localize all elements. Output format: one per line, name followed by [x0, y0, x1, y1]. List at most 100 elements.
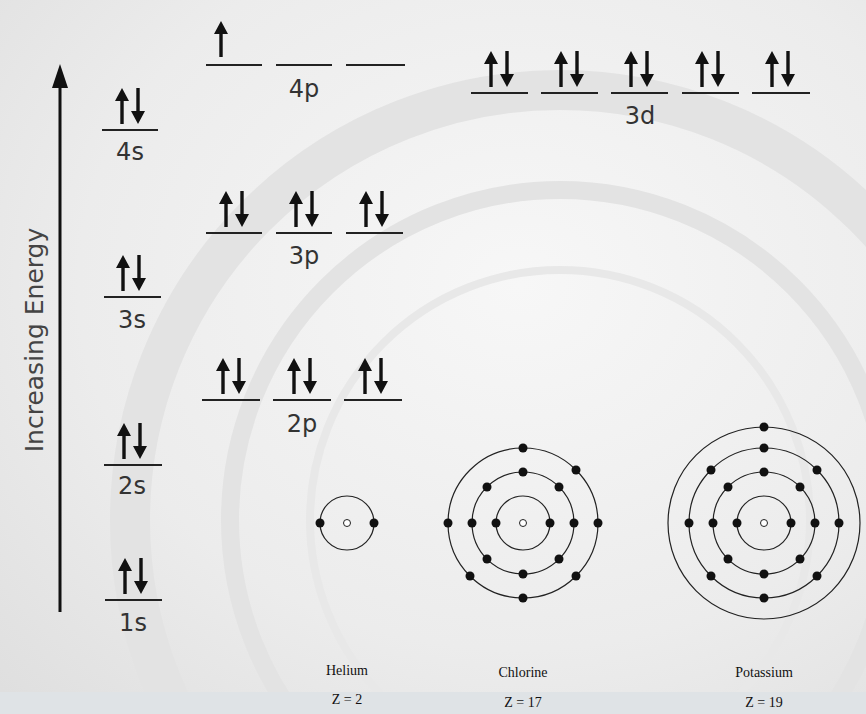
helium-atom — [316, 496, 379, 550]
electron — [572, 466, 581, 475]
electron — [707, 572, 716, 581]
electrons — [444, 444, 603, 603]
orbital-line — [611, 92, 668, 94]
orbital-line — [104, 464, 162, 466]
spin-down-arrow — [303, 358, 317, 394]
orbital-line — [752, 92, 810, 94]
electron — [707, 466, 716, 475]
potassium-atom — [668, 423, 860, 620]
spin-down-arrow — [131, 88, 145, 124]
spin-down-arrow — [134, 558, 148, 594]
atomic-number: Z = 19 — [745, 695, 782, 710]
spin-down-arrow — [133, 423, 147, 459]
orbital-line — [541, 92, 598, 94]
spin-down-arrow — [132, 255, 146, 291]
electron-shell — [472, 472, 574, 574]
orbital-label: 2p — [287, 411, 318, 437]
orbital-line — [471, 92, 528, 94]
orbital-line — [105, 599, 162, 601]
electron — [444, 519, 453, 528]
electron-shell — [496, 496, 550, 550]
electron — [813, 466, 822, 475]
spin-up-arrow — [115, 88, 129, 124]
spin-down-arrow — [375, 191, 389, 227]
spin-down-arrow — [570, 51, 584, 87]
orbital-line — [682, 92, 739, 94]
background-arc — [310, 270, 810, 714]
electron — [555, 555, 564, 564]
electron — [483, 555, 492, 564]
axis-arrowhead — [52, 64, 68, 88]
background-arc — [130, 90, 866, 714]
spin-arrows — [115, 21, 795, 594]
electron — [483, 483, 492, 492]
electron — [760, 423, 769, 432]
bottom-band — [0, 692, 866, 714]
orbital-label: 4p — [289, 76, 320, 102]
spin-up-arrow — [216, 358, 230, 394]
electron-shell — [689, 448, 839, 598]
orbital-line — [102, 129, 158, 131]
electron — [796, 555, 805, 564]
orbital-line — [202, 399, 260, 401]
spin-up-arrow — [289, 191, 303, 227]
electron — [835, 519, 844, 528]
orbital-line — [206, 64, 262, 66]
background-arc — [230, 190, 866, 714]
energy-axis — [59, 84, 62, 612]
electron-shell — [448, 448, 598, 598]
orbital-label: 2s — [118, 473, 146, 499]
electron — [519, 570, 528, 579]
spin-up-arrow — [116, 255, 130, 291]
electron — [546, 519, 555, 528]
electron — [370, 519, 379, 528]
element-name: Potassium — [735, 665, 793, 680]
element-name: Chlorine — [499, 665, 548, 680]
spin-up-arrow — [554, 51, 568, 87]
electron — [492, 519, 501, 528]
spin-down-arrow — [781, 51, 795, 87]
electron — [709, 519, 718, 528]
spin-up-arrow — [484, 51, 498, 87]
electron — [519, 594, 528, 603]
orbital-line — [346, 64, 405, 66]
electron — [685, 519, 694, 528]
axis-label: Increasing Energy — [21, 228, 49, 453]
electron — [594, 519, 603, 528]
electron-shell — [668, 427, 860, 619]
spin-up-arrow — [287, 358, 301, 394]
spin-up-arrow — [624, 51, 638, 87]
electron — [316, 519, 325, 528]
orbital-line — [206, 232, 262, 234]
spin-up-arrow — [219, 191, 233, 227]
spin-up-arrow — [117, 423, 131, 459]
spin-up-arrow — [359, 191, 373, 227]
spin-up-arrow — [358, 358, 372, 394]
orbital-label: 1s — [119, 610, 147, 636]
electron — [760, 594, 769, 603]
electron — [570, 519, 579, 528]
electron — [760, 468, 769, 477]
orbital-line — [344, 399, 402, 401]
electron — [787, 519, 796, 528]
chlorine-atom — [444, 444, 603, 603]
spin-up-arrow — [765, 51, 779, 87]
spin-down-arrow — [640, 51, 654, 87]
spin-down-arrow — [305, 191, 319, 227]
electron — [724, 555, 733, 564]
spin-up-arrow — [118, 558, 132, 594]
electron-shell — [713, 472, 815, 574]
spin-down-arrow — [232, 358, 246, 394]
electron — [466, 572, 475, 581]
spin-down-arrow — [235, 191, 249, 227]
spin-down-arrow — [500, 51, 514, 87]
orbital-lines — [102, 65, 810, 600]
electron-shell — [737, 496, 791, 550]
electron — [724, 483, 733, 492]
atomic-number: Z = 2 — [332, 692, 362, 707]
orbital-label: 3s — [118, 307, 146, 333]
nucleus — [761, 520, 768, 527]
electron — [733, 519, 742, 528]
